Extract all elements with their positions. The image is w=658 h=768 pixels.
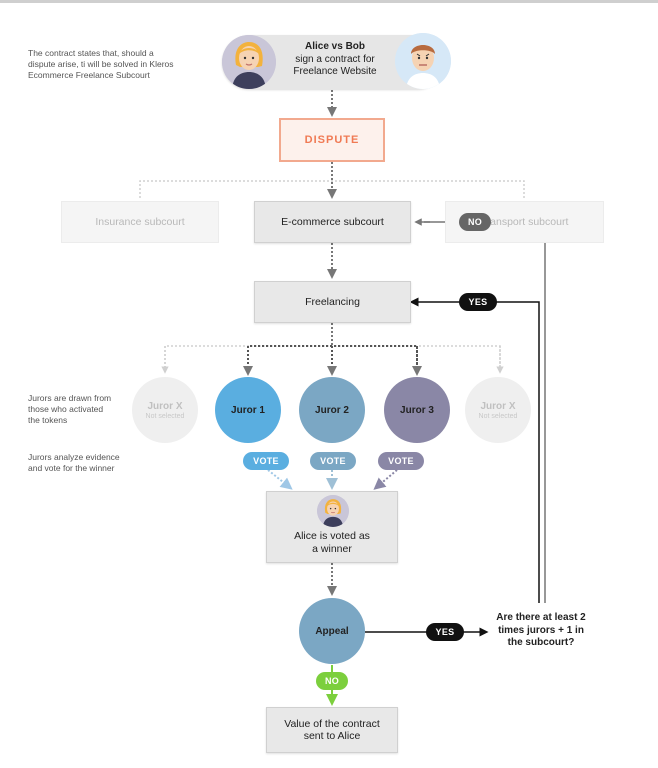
alice-small-avatar [317, 495, 349, 527]
question-text: Are there at least 2 times jurors + 1 in… [496, 612, 586, 648]
contract-line3: Freelance Website [293, 66, 377, 77]
winner-line1: Alice is voted as [294, 530, 370, 542]
no-pill-appeal: NO [316, 672, 348, 690]
contract-text: Alice vs Bob sign a contract for Freelan… [272, 41, 398, 79]
vote-pill-3: VOTE [378, 452, 424, 470]
jurors-drawn-note: Jurors are drawn from those who activate… [28, 393, 112, 425]
juror-1: Juror 1 [215, 377, 281, 443]
yes-pill-question: YES [426, 623, 464, 641]
final-line1: Value of the contract [284, 717, 380, 730]
winner-line2: a winner [312, 542, 352, 555]
final-box: Value of the contract sent to Alice [266, 707, 398, 753]
bob-avatar [395, 33, 451, 89]
alice-avatar [222, 35, 276, 89]
appeal-circle: Appeal [299, 598, 365, 664]
top-border [0, 0, 658, 3]
juror-3: Juror 3 [384, 377, 450, 443]
appeal-label: Appeal [315, 625, 349, 637]
jurors-vote-note: Jurors analyze evidence and vote for the… [28, 452, 120, 473]
juror-x-left: Juror X Not selected [132, 377, 198, 443]
juror-x-right: Juror X Not selected [465, 377, 531, 443]
contract-note: The contract states that, should a dispu… [28, 48, 174, 80]
juror-name: Juror 3 [400, 404, 434, 416]
dispute-box: DISPUTE [279, 118, 385, 162]
ecommerce-subcourt-box: E-commerce subcourt [254, 201, 411, 243]
juror-name: Juror 1 [231, 404, 265, 416]
juror-sub: Not selected [478, 412, 518, 420]
winner-box: Alice is voted as a winner [266, 491, 398, 563]
contract-line2: sign a contract for [295, 53, 375, 65]
alice-face-icon [317, 495, 349, 527]
vote-pill-1: VOTE [243, 452, 289, 470]
final-line2: sent to Alice [303, 730, 361, 742]
juror-name: Juror 2 [315, 404, 349, 416]
freelancing-box: Freelancing [254, 281, 411, 323]
juror-2: Juror 2 [299, 377, 365, 443]
yes-pill-return: YES [459, 293, 497, 311]
no-pill-return: NO [459, 213, 491, 231]
insurance-subcourt-box: Insurance subcourt [61, 201, 219, 243]
alice-face-icon [222, 35, 276, 89]
contract-title: Alice vs Bob [304, 41, 366, 52]
bob-face-icon [395, 33, 451, 89]
juror-sub: Not selected [145, 412, 185, 420]
vote-pill-2: VOTE [310, 452, 356, 470]
juror-name: Juror X [147, 400, 183, 412]
juror-name: Juror X [480, 400, 516, 412]
